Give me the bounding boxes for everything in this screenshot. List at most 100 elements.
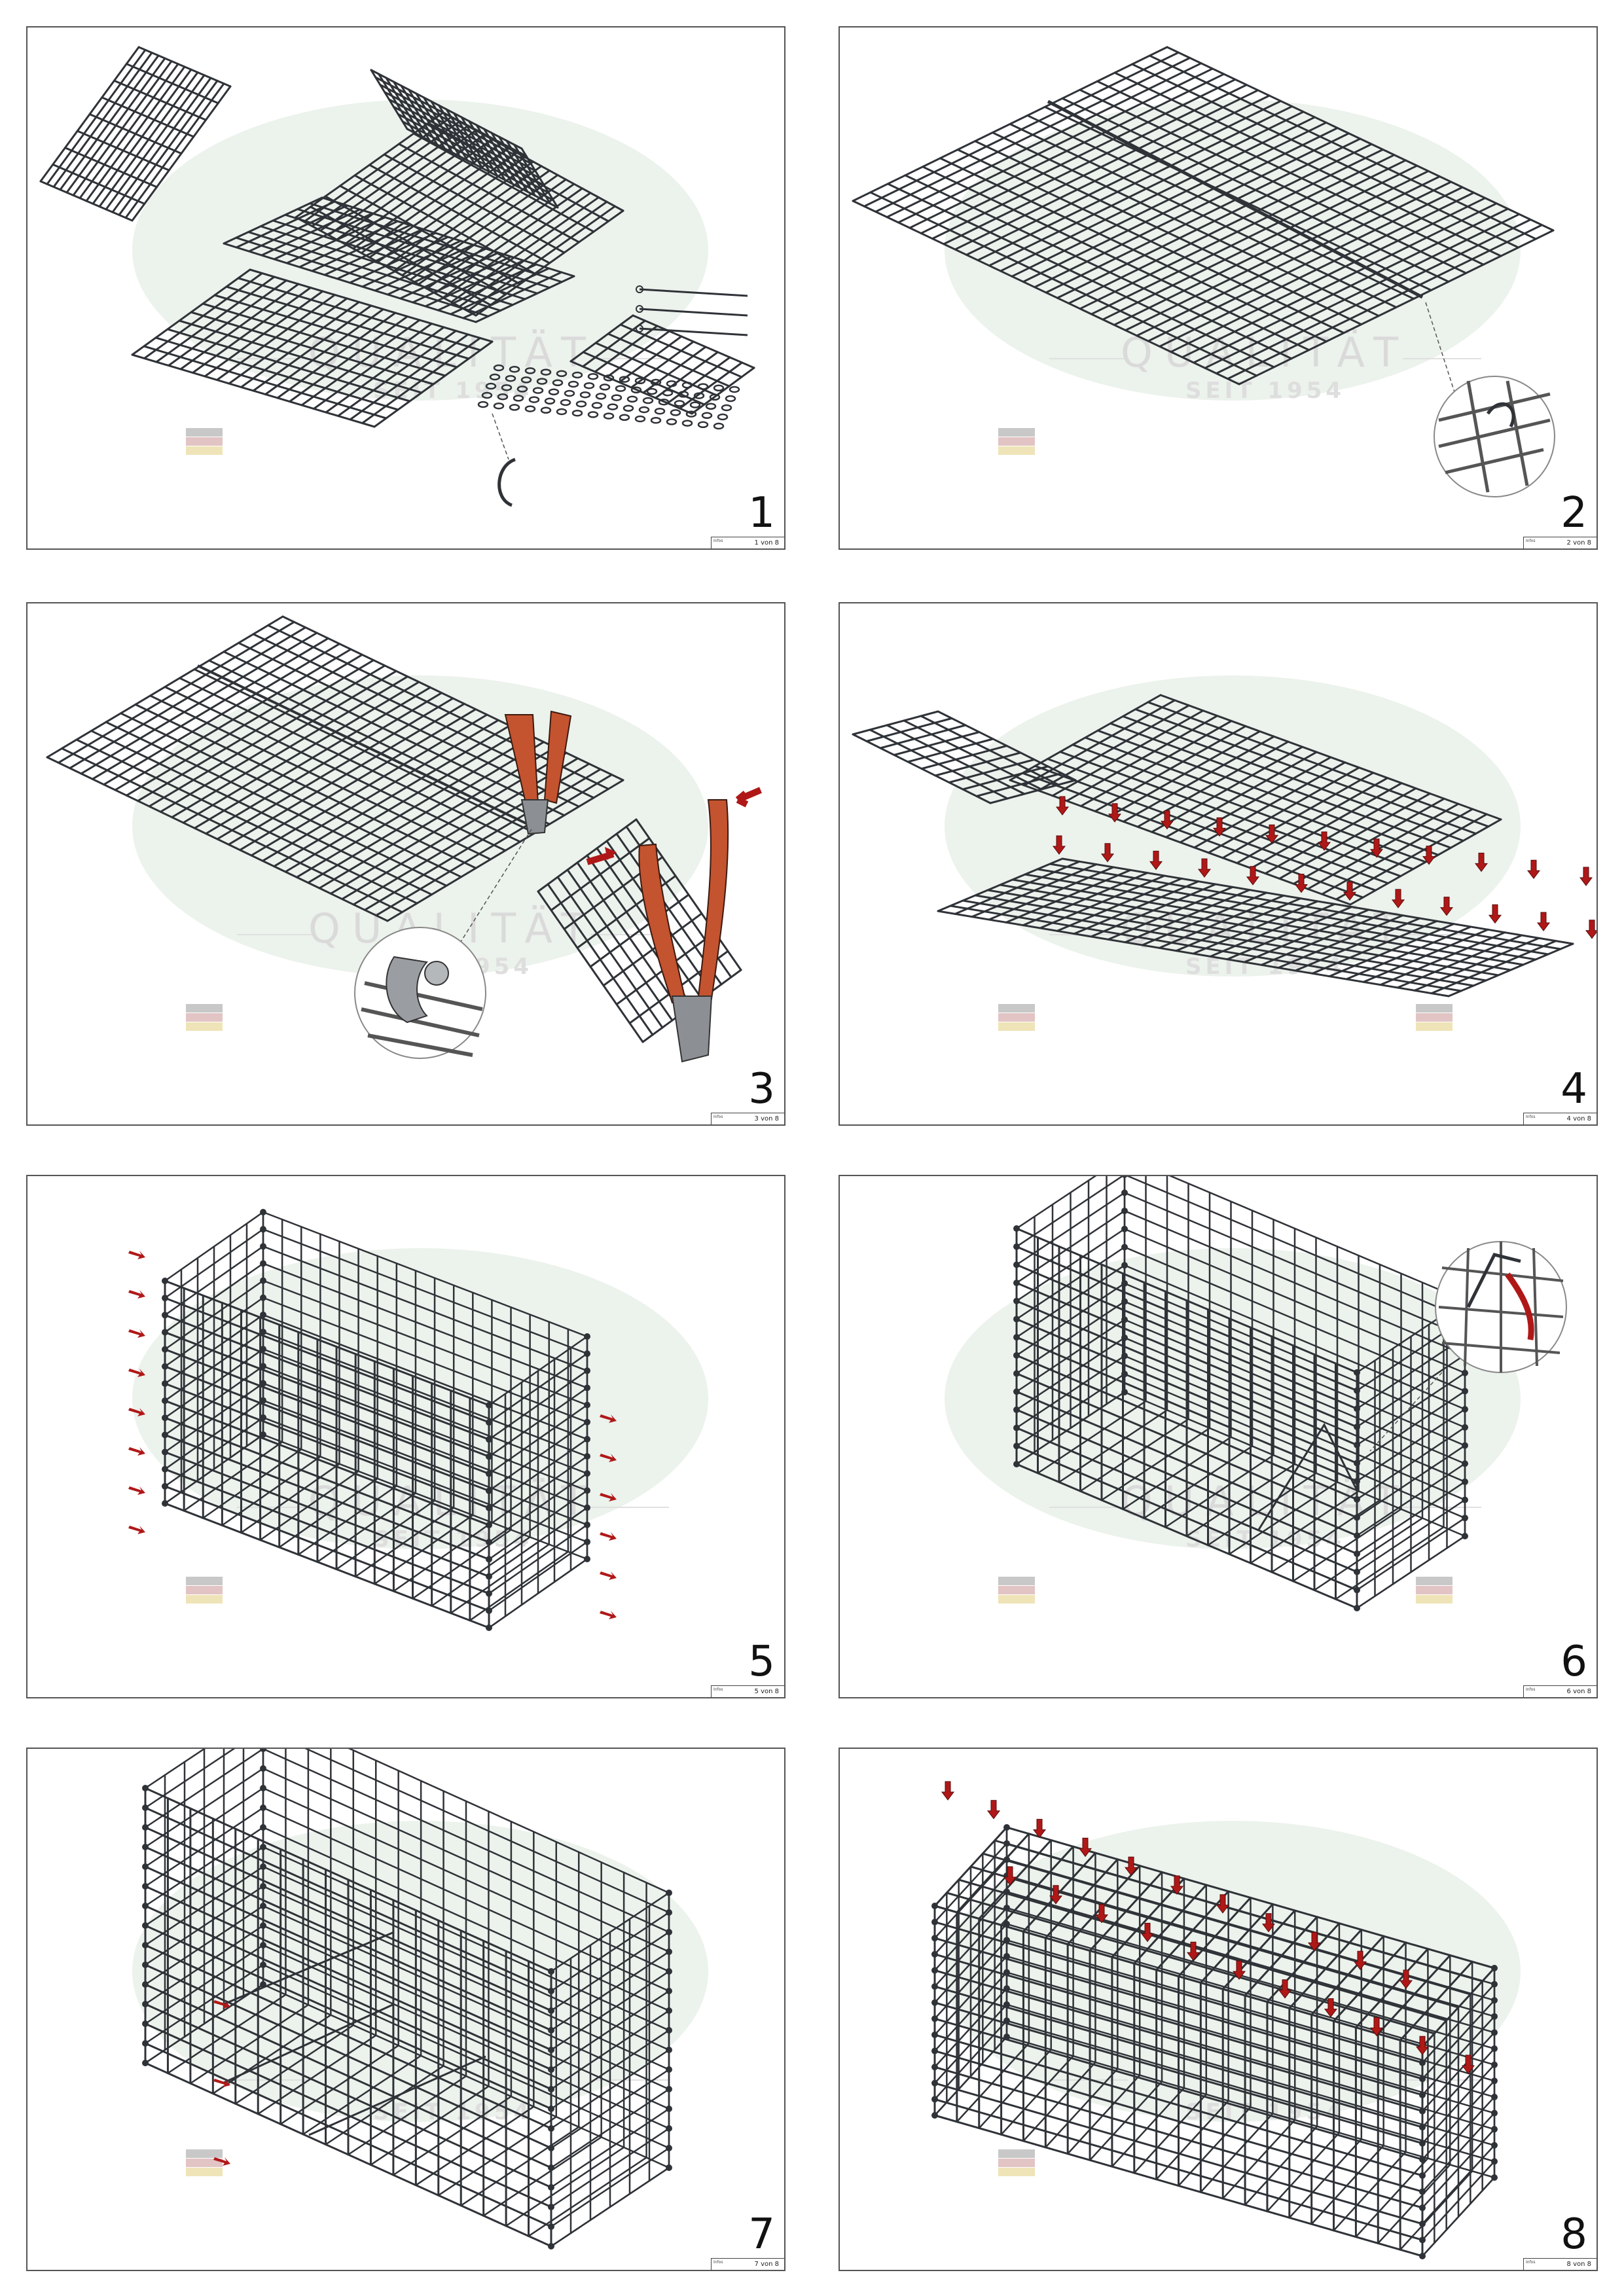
- c-ring-clip: [1013, 1406, 1020, 1413]
- c-ring-clip: [142, 1942, 149, 1948]
- c-ring-clip: [520, 376, 532, 384]
- c-ring-clip: [670, 409, 681, 416]
- c-ring-clip: [1013, 1352, 1020, 1359]
- c-ring-clip: [548, 2243, 554, 2250]
- c-ring-clip: [666, 380, 677, 387]
- c-ring-clip: [666, 2066, 672, 2073]
- c-ring-clip: [1354, 1387, 1360, 1394]
- c-ring-clip: [486, 1504, 492, 1511]
- c-ring-clip: [260, 1209, 266, 1215]
- c-ring-clip: [1491, 2142, 1498, 2149]
- c-ring-clip: [713, 384, 725, 392]
- c-ring-clip: [1491, 1965, 1498, 1971]
- c-ring-clip: [611, 394, 623, 401]
- c-ring-clip: [931, 1983, 938, 1990]
- c-ring-clip: [260, 1363, 266, 1370]
- c-ring-clip: [615, 385, 626, 392]
- c-ring-clip: [1354, 1550, 1360, 1557]
- arrow-down-icon: [1579, 867, 1593, 886]
- c-ring-clip: [1121, 1208, 1128, 1215]
- c-ring-clip: [583, 382, 595, 389]
- c-ring-clip: [931, 2047, 938, 2054]
- c-ring-clip: [931, 2064, 938, 2071]
- c-ring-clip: [1003, 1840, 1010, 1847]
- c-ring-clip: [548, 2047, 554, 2053]
- c-ring-clip: [260, 1844, 266, 1850]
- c-ring-clip: [1003, 1824, 1010, 1831]
- c-ring-clip: [599, 384, 611, 391]
- diagram-box-closed: [931, 1781, 1498, 2259]
- gabion-closed: [931, 1824, 1498, 2259]
- mesh-sheet-bottom: [937, 857, 1574, 997]
- c-ring-clip: [1462, 1406, 1468, 1413]
- c-ring-clip: [666, 2047, 672, 2053]
- arrow-down-icon: [1149, 850, 1163, 870]
- c-ring-clip: [931, 2031, 938, 2038]
- c-ring-clip: [142, 1785, 149, 1791]
- c-ring-clip: [666, 2164, 672, 2171]
- c-ring-clip: [1121, 1389, 1128, 1395]
- c-ring-clip: [486, 1402, 492, 1408]
- arrow-icon: [128, 1369, 145, 1377]
- step-number: 4: [1561, 1065, 1587, 1113]
- c-ring-clip: [681, 420, 693, 427]
- c-ring-clip: [697, 383, 709, 390]
- flag-icon: [998, 1577, 1035, 1604]
- c-ring-clip: [1013, 1225, 1020, 1232]
- arrow-down-icon: [1198, 858, 1211, 878]
- step-number: 8: [1561, 2210, 1587, 2259]
- c-ring-clip: [666, 1929, 672, 1935]
- c-ring-clip: [481, 391, 493, 399]
- c-ring-clip: [1013, 1370, 1020, 1377]
- c-ring-clip: [486, 1539, 492, 1546]
- c-ring-clip: [162, 1482, 168, 1490]
- diagram-box-raised: [128, 1209, 617, 1631]
- arrow-down-icon: [1370, 2017, 1383, 2037]
- arrow-icon: [600, 1532, 617, 1541]
- c-ring-clip: [477, 401, 489, 408]
- c-ring-clip: [1491, 1997, 1498, 2004]
- arrow-down-icon: [1101, 843, 1114, 863]
- c-ring-clip: [516, 386, 528, 393]
- c-ring-clip: [1354, 1405, 1360, 1412]
- page-indicator: 1 von 8: [754, 539, 779, 547]
- gabion-frame: [162, 1209, 590, 1631]
- c-ring-clip: [548, 2184, 554, 2191]
- arrow-down-icon: [1392, 889, 1405, 908]
- arrow-down-icon: [1537, 912, 1550, 931]
- c-ring-clip: [630, 386, 642, 394]
- mesh-panel-bottom-right: [569, 314, 755, 415]
- arrow-icon: [128, 1408, 145, 1416]
- page-indicator: 7 von 8: [754, 2261, 779, 2268]
- flag-icon: [1416, 1004, 1453, 1031]
- flag-icon: [998, 2149, 1035, 2176]
- arrow-icon: [1505, 1272, 1534, 1340]
- c-ring-clip: [548, 1968, 554, 1975]
- flag-icon: [186, 1004, 223, 1031]
- c-ring-clip: [931, 1999, 938, 2006]
- c-ring-clip: [584, 1367, 590, 1374]
- c-ring-clip: [548, 2125, 554, 2132]
- c-ring-clip: [584, 1487, 590, 1494]
- c-ring-clip: [650, 378, 662, 386]
- c-ring-clip: [528, 396, 540, 403]
- c-ring-clip: [1003, 1985, 1010, 1992]
- c-ring-clip: [260, 1883, 266, 1890]
- c-ring-clip: [666, 418, 677, 425]
- down-arrows-row: [1056, 796, 1593, 886]
- c-ring-clip: [260, 1431, 266, 1438]
- c-ring-clip: [162, 1278, 168, 1284]
- c-ring-clip: [260, 1824, 266, 1831]
- arrow-icon: [213, 2079, 230, 2087]
- c-ring-clip: [584, 1470, 590, 1477]
- c-ring-clip: [260, 1922, 266, 1929]
- down-arrows-back: [941, 1781, 1413, 1989]
- c-ring-clip: [584, 1350, 590, 1357]
- c-ring-clip: [260, 1942, 266, 1948]
- c-ring-clip: [1354, 1460, 1360, 1467]
- c-ring-clip: [1419, 2075, 1426, 2083]
